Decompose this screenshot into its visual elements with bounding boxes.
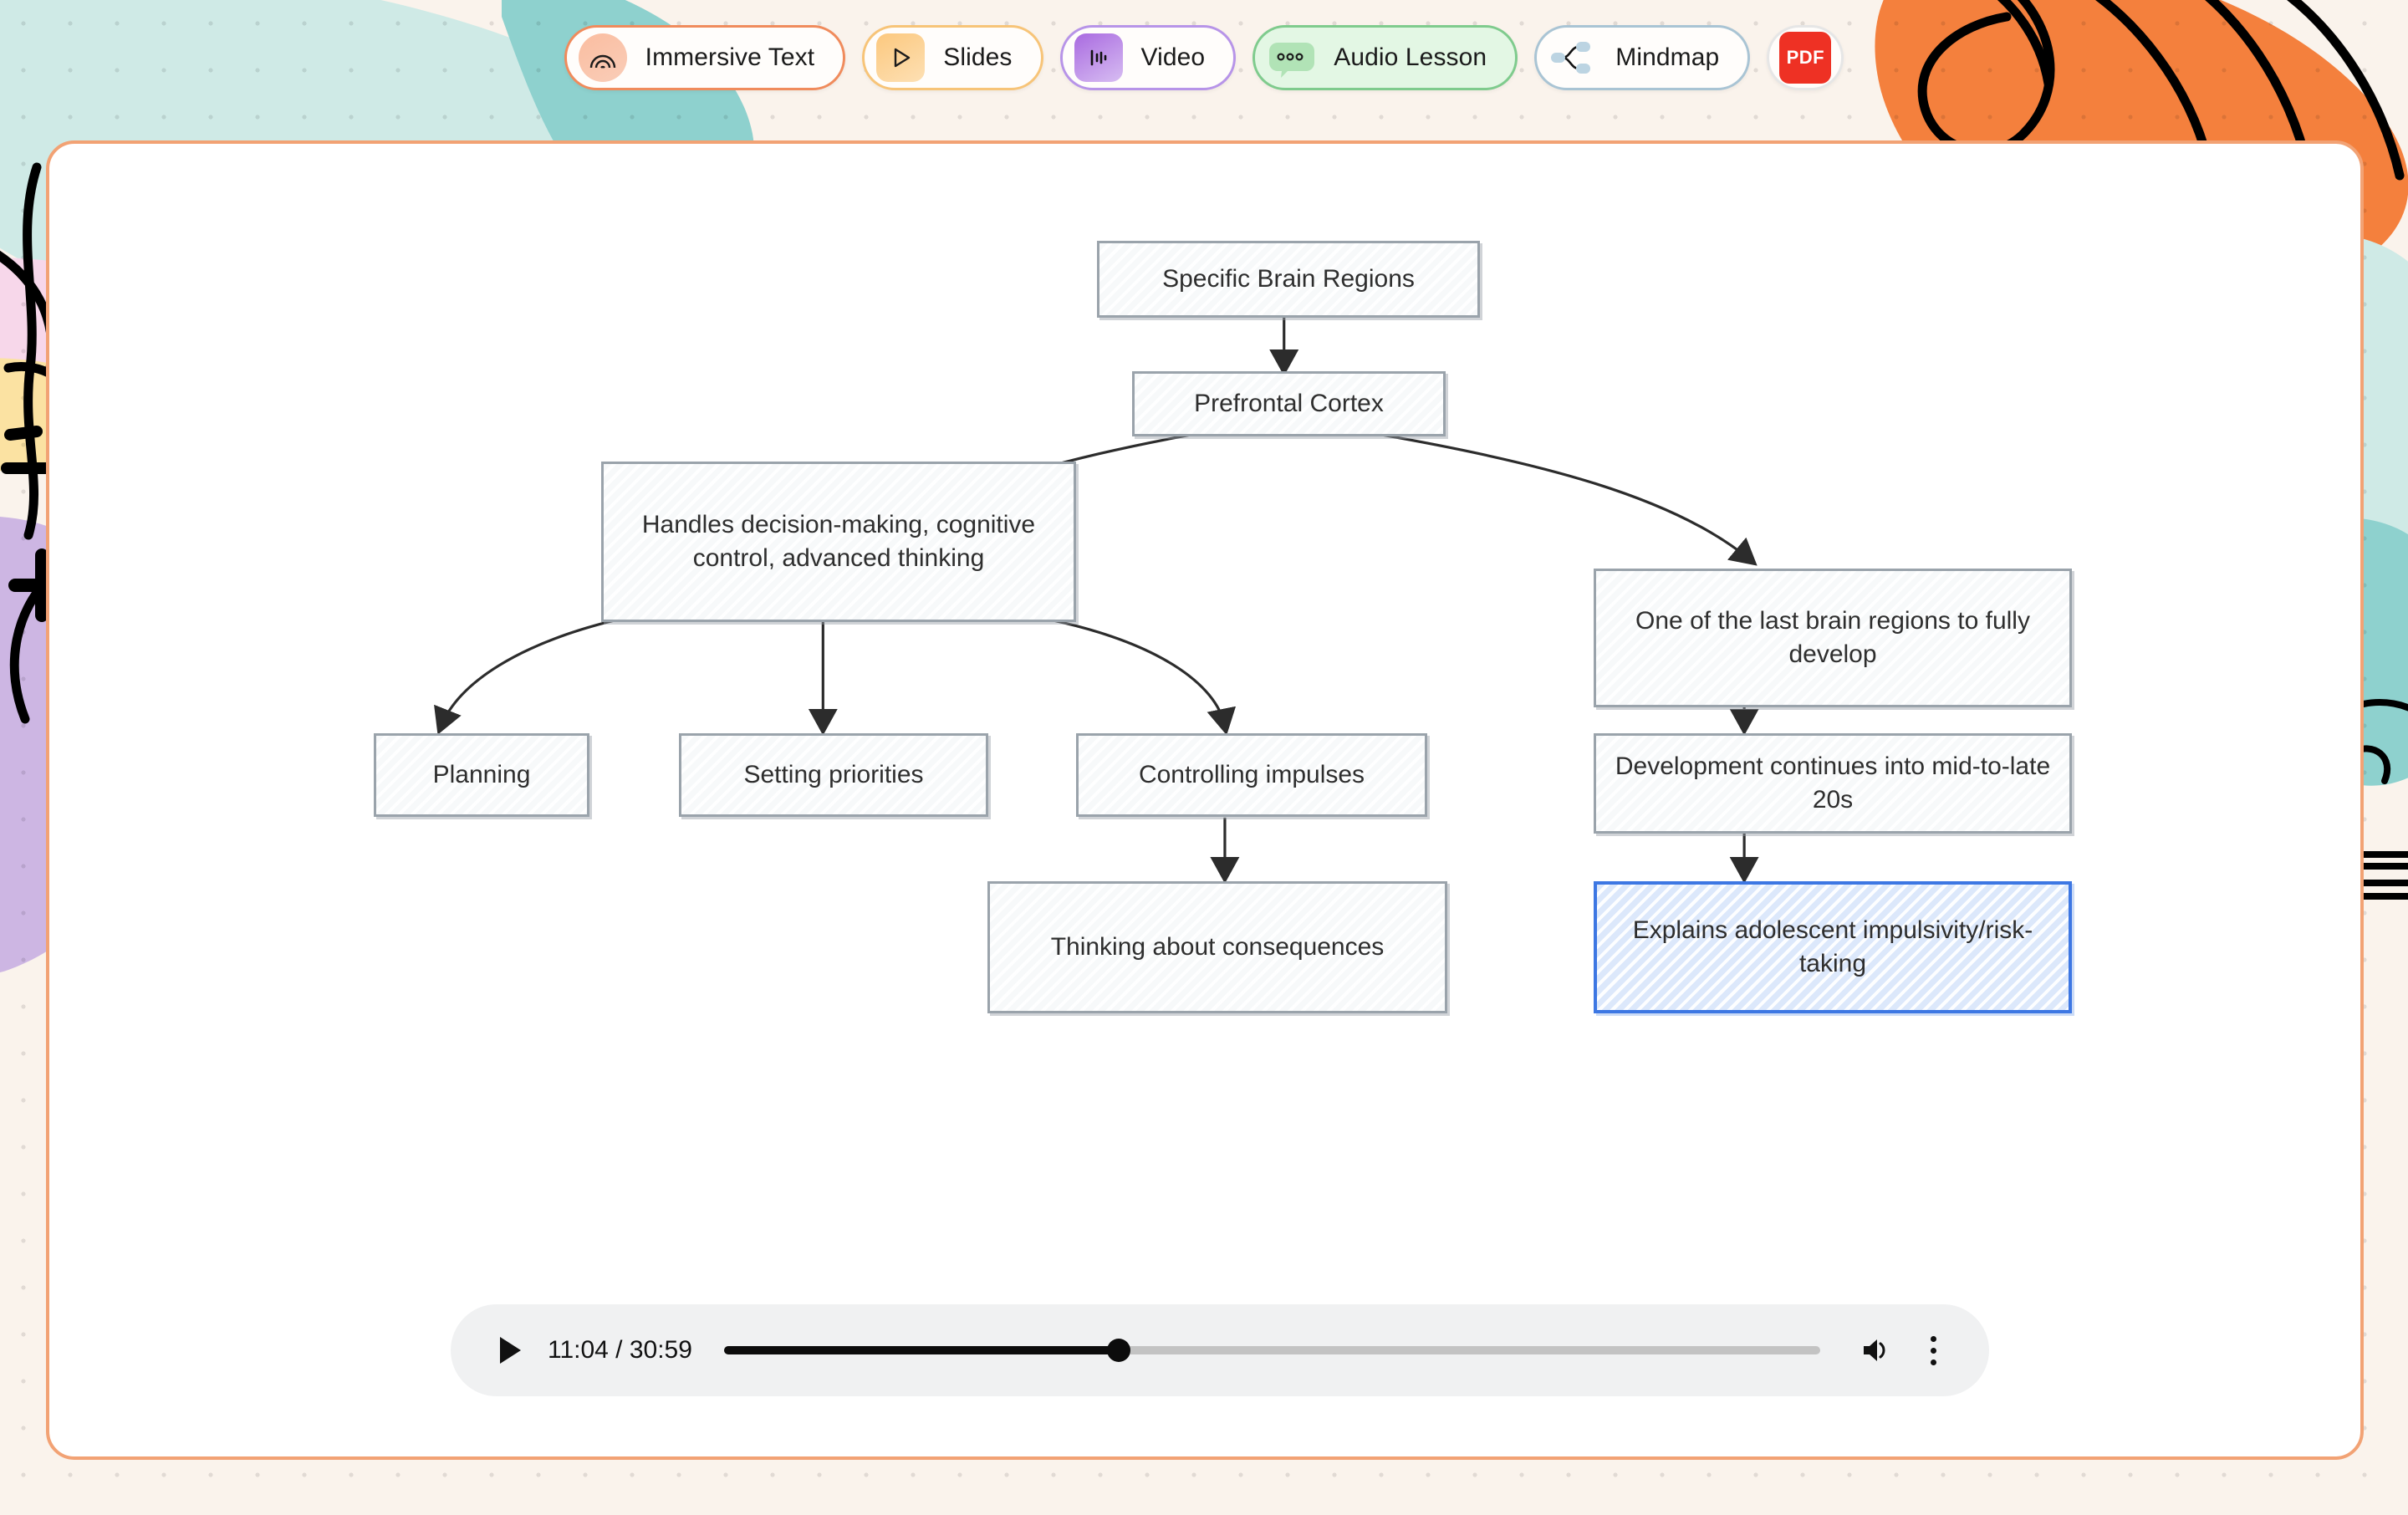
mindmap-node-planning[interactable]: Planning — [374, 733, 589, 817]
node-label: Planning — [432, 761, 531, 789]
play-icon[interactable] — [486, 1326, 534, 1375]
waveform-icon — [1074, 33, 1123, 82]
node-tree-icon — [1548, 33, 1597, 82]
mindmap-canvas[interactable]: Specific Brain Regions Prefrontal Cortex… — [49, 144, 2360, 1456]
mindmap-node-one-of-last-brain-regions[interactable]: One of the last brain regions to fully d… — [1594, 569, 2072, 707]
format-tabbar: Immersive Text Slides Video Audio Lesso — [0, 25, 2408, 90]
rainbow-arc-icon — [578, 33, 627, 82]
tab-slides[interactable]: Slides — [862, 25, 1043, 90]
progress-fill — [723, 1346, 1119, 1354]
node-label: Prefrontal Cortex — [1194, 390, 1384, 418]
mindmap-node-prefrontal-cortex[interactable]: Prefrontal Cortex — [1132, 371, 1446, 436]
tab-label: Slides — [943, 43, 1013, 71]
tab-mindmap[interactable]: Mindmap — [1534, 25, 1751, 90]
node-label: Setting priorities — [743, 761, 924, 789]
pdf-icon: PDF — [1779, 32, 1832, 84]
node-label: Controlling impulses — [1138, 761, 1365, 789]
progress-slider[interactable] — [723, 1326, 1820, 1375]
speech-bubble-dots-icon — [1267, 33, 1315, 82]
menu-dot — [1930, 1347, 1936, 1354]
mindmap-node-controlling-impulses[interactable]: Controlling impulses — [1076, 733, 1427, 817]
volume-icon[interactable] — [1852, 1326, 1900, 1375]
mindmap-node-thinking-about-consequences[interactable]: Thinking about consequences — [987, 881, 1447, 1013]
node-label: Explains adolescent impulsivity/risk-tak… — [1632, 916, 2033, 977]
tab-label: Video — [1140, 43, 1206, 71]
tab-label: Mindmap — [1615, 43, 1720, 71]
node-label: One of the last brain regions to fully d… — [1635, 607, 2030, 668]
mindmap-node-development-continues[interactable]: Development continues into mid-to-late 2… — [1594, 733, 2072, 834]
content-card: Specific Brain Regions Prefrontal Cortex… — [46, 140, 2364, 1460]
tab-label: Immersive Text — [645, 43, 815, 71]
tab-video[interactable]: Video — [1059, 25, 1237, 90]
audio-player[interactable]: 11:04 / 30:59 — [451, 1304, 1989, 1396]
mindmap-node-specific-brain-regions[interactable]: Specific Brain Regions — [1097, 241, 1480, 318]
mindmap-node-explains-adolescent-impulsivity[interactable]: Explains adolescent impulsivity/risk-tak… — [1594, 881, 2072, 1013]
more-vertical-icon[interactable] — [1912, 1326, 1954, 1375]
menu-dot — [1930, 1335, 1936, 1342]
progress-thumb[interactable] — [1106, 1339, 1130, 1362]
mindmap-node-setting-priorities[interactable]: Setting priorities — [679, 733, 988, 817]
node-label: Thinking about consequences — [1050, 933, 1385, 962]
tab-pdf[interactable]: PDF — [1767, 25, 1844, 90]
mindmap-node-handles-decision-making[interactable]: Handles decision-making, cognitive contr… — [601, 462, 1076, 622]
menu-dot — [1930, 1359, 1936, 1365]
tab-immersive-text[interactable]: Immersive Text — [564, 25, 846, 90]
node-label: Specific Brain Regions — [1162, 265, 1415, 293]
playback-time: 11:04 / 30:59 — [548, 1336, 692, 1364]
node-label: Development continues into mid-to-late 2… — [1615, 752, 2051, 814]
node-label: Handles decision-making, cognitive contr… — [641, 511, 1036, 572]
tab-label: Audio Lesson — [1334, 43, 1487, 71]
progress-track — [723, 1346, 1820, 1354]
play-triangle-icon — [876, 33, 926, 82]
tab-audio-lesson[interactable]: Audio Lesson — [1252, 25, 1518, 90]
